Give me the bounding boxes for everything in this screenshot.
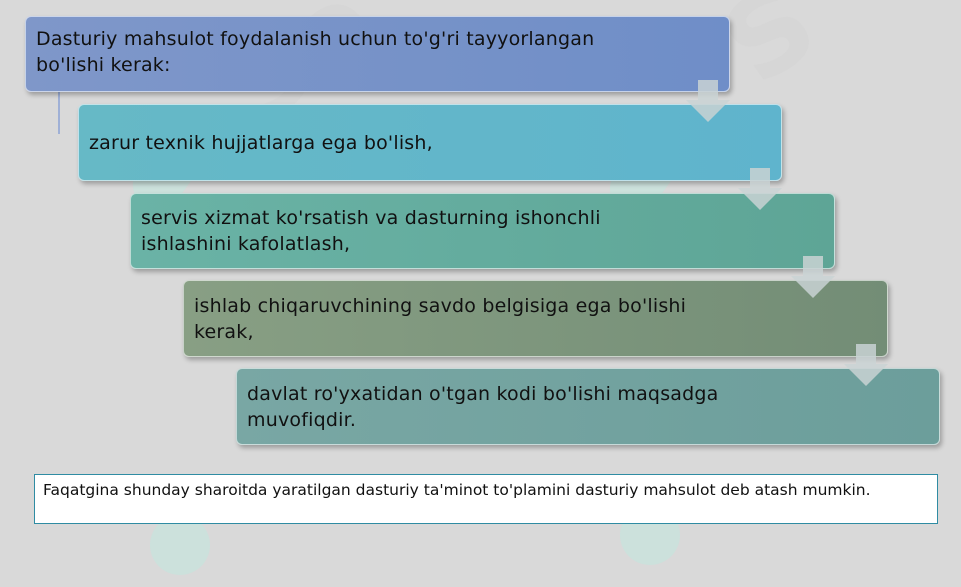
step-3-line-2: ishlashini kafolatlash, <box>141 233 351 255</box>
step-5-line-2: muvofiqdir. <box>247 408 357 431</box>
footnote-box: Faqatgina shunday sharoitda yaratilgan d… <box>34 474 938 524</box>
step-2-line-1: zarur texnik hujjatlarga ega bo'lish, <box>89 131 433 154</box>
step-box-4: ishlab chiqaruvchining savdo belgisiga e… <box>183 280 888 357</box>
step-box-2: zarur texnik hujjatlarga ega bo'lish, <box>78 104 782 181</box>
footnote-text: Faqatgina shunday sharoitda yaratilgan d… <box>43 481 871 499</box>
step-3-line-1: servis xizmat ko'rsatish va dasturning i… <box>141 207 601 229</box>
step-1-line-1: Dasturiy mahsulot foydalanish uchun to'g… <box>36 28 595 50</box>
step-box-1: Dasturiy mahsulot foydalanish uchun to'g… <box>25 16 730 92</box>
step-box-5: davlat ro'yxatidan o'tgan kodi bo'lishi … <box>236 368 940 445</box>
step-1-line-2: bo'lishi kerak: <box>36 54 171 76</box>
step-4-line-2: kerak, <box>194 320 254 343</box>
down-arrow-icon <box>686 80 730 122</box>
down-arrow-icon <box>844 344 888 386</box>
step-5-line-1: davlat ro'yxatidan o'tgan kodi bo'lishi … <box>247 382 719 405</box>
down-arrow-icon <box>738 168 782 210</box>
step-box-3: servis xizmat ko'rsatish va dasturning i… <box>130 193 835 269</box>
step-4-line-1: ishlab chiqaruvchining savdo belgisiga e… <box>194 294 687 317</box>
down-arrow-icon <box>791 256 835 298</box>
connector-line <box>58 92 60 134</box>
